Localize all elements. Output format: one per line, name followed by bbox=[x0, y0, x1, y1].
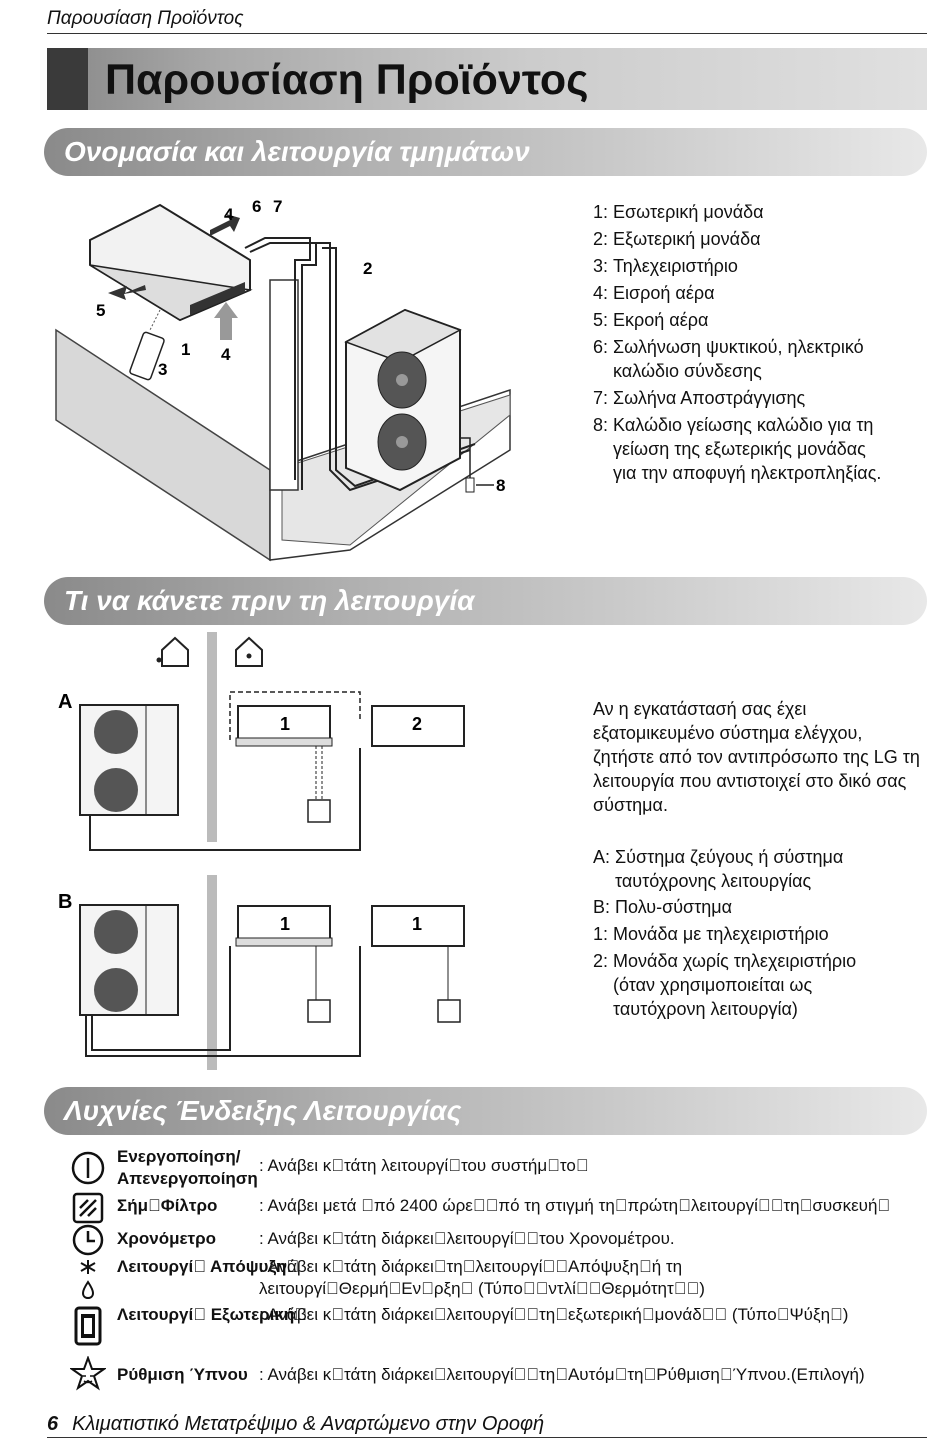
diagram-label-4a: 4 bbox=[224, 205, 234, 224]
remote-a bbox=[307, 799, 331, 823]
indicator-desc: : Ανάβει κ τάτη διάρκει λειτουργί  τη Αυ… bbox=[259, 1365, 865, 1384]
running-header: Παρουσίαση Προϊόντος bbox=[47, 8, 244, 29]
page-number: 6 bbox=[47, 1413, 59, 1435]
indicator-label: Χρονόμετρο bbox=[117, 1229, 217, 1248]
page-title: Παρουσίαση Προϊόντος bbox=[105, 56, 589, 104]
wall-divider bbox=[207, 632, 217, 842]
outdoor-unit-icon bbox=[74, 1306, 102, 1346]
parts-item: 8: Καλώδιο γείωσης καλώδιο για τη γείωση… bbox=[593, 415, 882, 483]
parts-item: 7: Σωλήνα Αποστράγγισης bbox=[593, 388, 806, 408]
indoor-unit-a1 bbox=[237, 705, 331, 741]
sleep-star-icon bbox=[70, 1356, 106, 1391]
footer-rule bbox=[47, 1437, 927, 1438]
system-item: 1: Μονάδα με τηλεχειριστήριο bbox=[593, 924, 829, 944]
parts-item: 3: Τηλεχειριστήριο bbox=[593, 256, 738, 276]
indoor-unit-b2 bbox=[371, 905, 465, 947]
section-title-before: Τι να κάνετε πριν τη λειτουργία bbox=[64, 585, 475, 616]
air-in-arrow-bottom bbox=[214, 302, 238, 340]
diagram-label-3: 3 bbox=[158, 360, 167, 379]
indoor-unit-a2 bbox=[371, 705, 465, 747]
parts-item: 1: Εσωτερική μονάδα bbox=[593, 202, 764, 222]
diagram-label-5: 5 bbox=[96, 301, 105, 320]
unit-a2-label: 2 bbox=[412, 714, 422, 734]
power-icon bbox=[71, 1151, 105, 1185]
system-item: A: Σύστημα ζεύγους ή σύστημα ταυτόχρονης… bbox=[593, 847, 844, 891]
air-in-arrow bbox=[210, 214, 240, 236]
defrost-icon bbox=[80, 1260, 96, 1300]
row-a-label: A bbox=[58, 691, 72, 713]
pillar-shape bbox=[269, 279, 299, 491]
house-inside-icon bbox=[235, 636, 263, 667]
section-bar-before bbox=[44, 577, 927, 625]
indicator-label: Λειτουργί  Απόψυξη  bbox=[117, 1257, 300, 1276]
indicator-desc: : Ανάβει κ τάτη διάρκει λειτουργί  τη εξ… bbox=[259, 1305, 849, 1324]
diagram-label-4b: 4 bbox=[221, 345, 231, 364]
parts-item: 5: Εκροή αέρα bbox=[593, 310, 709, 330]
indicator-desc: : Ανάβει μετά  πό 2400 ώρε  πό τη στιγμή… bbox=[259, 1196, 891, 1215]
parts-item: 4: Εισροή αέρα bbox=[593, 283, 715, 303]
indoor-unit-b1 bbox=[237, 905, 331, 941]
filter-icon bbox=[72, 1192, 104, 1224]
remote-shape bbox=[129, 331, 165, 381]
diagram-label-2: 2 bbox=[363, 259, 372, 278]
diagram-label-6: 6 bbox=[252, 197, 261, 216]
header-rule bbox=[47, 33, 927, 34]
footer-title: Κλιματιστικό Μετατρέψιμο & Αναρτώμενο στ… bbox=[72, 1413, 545, 1435]
unit-b2-label: 1 bbox=[412, 914, 422, 934]
indicator-label: Ενεργοποίηση/ Απενεργοποίηση bbox=[117, 1147, 258, 1188]
house-outside-icon bbox=[161, 636, 189, 667]
title-bar bbox=[47, 48, 927, 110]
indicator-desc: : Ανάβει κ τάτη διάρκει τη λειτουργί  Απ… bbox=[259, 1257, 705, 1298]
wall-divider bbox=[207, 875, 217, 1070]
footer: 6 Κλιματιστικό Μετατρέψιμο & Αναρτώμενο σ… bbox=[47, 1413, 544, 1436]
section-bar-parts bbox=[44, 128, 927, 176]
system-diagram: A 1 2 B 1 1 bbox=[58, 632, 465, 1070]
indicator-label: Ρύθμιση Ύπνου bbox=[117, 1365, 248, 1384]
air-out-arrow bbox=[108, 285, 146, 300]
parts-item: 2: Εξωτερική μονάδα bbox=[593, 229, 761, 249]
system-intro: Αν η εγκατάστασή σας έχει εξατομικευμένο… bbox=[593, 699, 920, 815]
system-item: B: Πολυ-σύστημα bbox=[593, 897, 733, 917]
diagram-label-1: 1 bbox=[181, 340, 190, 359]
indicator-label: Σήμ Φίλτρο bbox=[117, 1196, 218, 1215]
indicator-desc: : Ανάβει κ τάτη λειτουργί του συστήμ το  bbox=[259, 1156, 589, 1175]
title-block bbox=[47, 48, 88, 110]
section-title-indicators: Λυχνίες Ένδειξης Λειτουργίας bbox=[64, 1095, 462, 1126]
diagram-label-7: 7 bbox=[273, 197, 282, 216]
section-title-parts: Ονομασία και λειτουργία τμημάτων bbox=[64, 136, 530, 167]
clock-icon bbox=[72, 1224, 104, 1256]
system-item: 2: Μονάδα χωρίς τηλεχειριστήριο (όταν χρ… bbox=[593, 951, 857, 1019]
unit-a1-label: 1 bbox=[280, 714, 290, 734]
unit-b1-label: 1 bbox=[280, 914, 290, 934]
remote-b1 bbox=[307, 999, 331, 1023]
parts-item: 6: Σωλήνωση ψυκτικού, ηλεκτρικό καλώδιο … bbox=[593, 337, 864, 381]
diagram-label-8: 8 bbox=[496, 476, 505, 495]
indicator-label: Λειτουργί  Εξωτερική  bbox=[117, 1305, 307, 1324]
parts-diagram: 4 6 7 2 5 1 4 3 8 bbox=[55, 197, 511, 562]
remote-b2 bbox=[437, 999, 461, 1023]
section-bar-indicators bbox=[44, 1087, 927, 1135]
indicator-desc: : Ανάβει κ τάτη διάρκει λειτουργί  του Χ… bbox=[259, 1229, 675, 1248]
row-b-label: B bbox=[58, 891, 72, 913]
